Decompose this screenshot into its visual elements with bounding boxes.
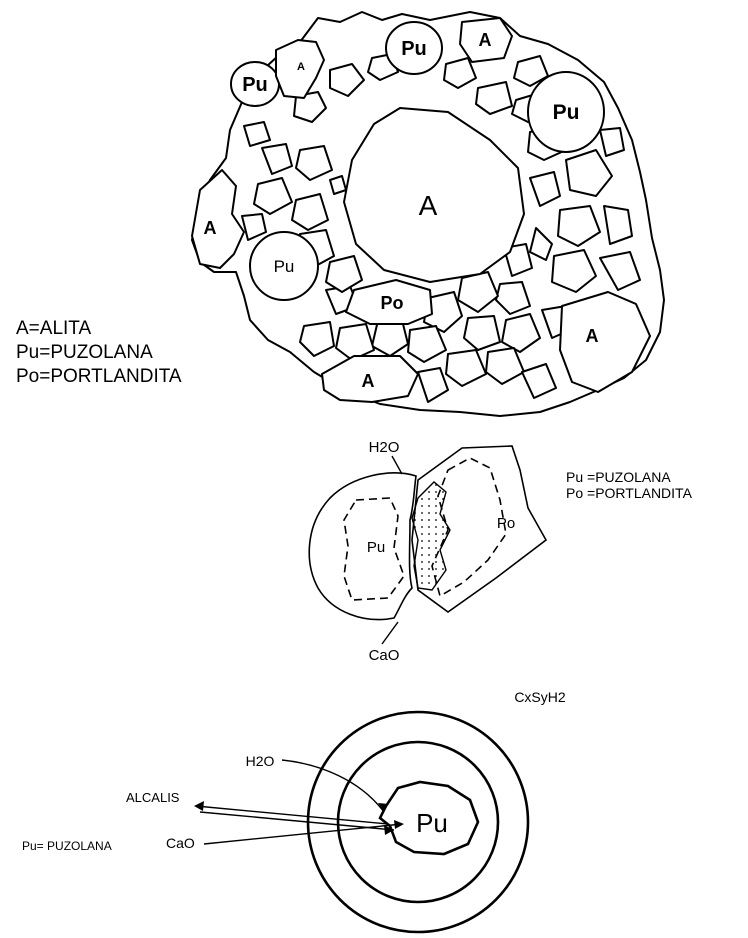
label-cao-3: CaO [166,835,195,851]
particle-a-bottom-right [560,292,650,392]
legend-portlandita-2: Po =PORTLANDITA [566,485,693,501]
legend-puzolana-3: Pu= PUZOLANA [22,839,112,853]
reaction-zone [412,482,450,590]
label-a-left: A [204,218,217,238]
legend-alita: A=ALITA [16,318,91,339]
label-pu-2: Pu [401,38,427,60]
label-a-top: A [479,30,492,50]
panel-2-reaction: H2O Pu Po CaO Pu =PUZOLANA Po =PORTLANDI… [309,439,692,664]
panel-1-paste: Pu A Pu A Pu A A Pu Po A A A=ALITA Pu=PU… [16,12,664,416]
label-pu-mid: Pu [274,257,295,276]
legend-portlandita: Po=PORTLANDITA [16,366,182,387]
label-pu: Pu [367,539,385,556]
label-po: Po [497,515,515,532]
label-pu-core: Pu [416,808,448,838]
label-a-small: A [297,61,305,73]
label-h2o-3: H2O [246,753,275,769]
legend-puzolana-2: Pu =PUZOLANA [566,469,671,485]
label-alcalis: ALCALIS [126,790,180,805]
label-cao: CaO [369,647,400,664]
label-h2o: H2O [369,439,400,456]
label-po: Po [380,293,403,313]
label-cxsyh2: CxSyH2 [514,689,566,705]
panel-1-legend: A=ALITA Pu=PUZOLANA Po=PORTLANDITA [16,318,182,387]
legend-puzolana: Pu=PUZOLANA [16,342,153,363]
pu-grain-outline [309,473,416,620]
label-a-center: A [419,190,438,221]
label-a-bottom: A [362,371,375,391]
label-pu-1: Pu [242,74,268,96]
label-a-bottom-right: A [586,326,599,346]
panel-3-rings: CxSyH2 Pu H2O ALCALIS CaO Pu= PUZOLANA [22,689,566,932]
panel-2-legend: Pu =PUZOLANA Po =PORTLANDITA [566,469,693,501]
label-pu-right: Pu [553,101,580,124]
